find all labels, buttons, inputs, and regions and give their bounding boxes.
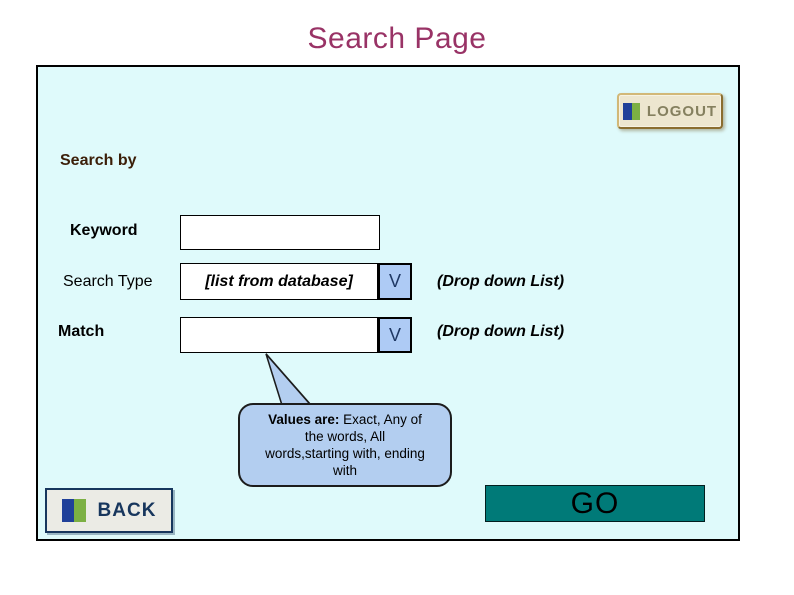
content-panel: LOGOUT Search by Keyword Search Type [li… [36,65,740,541]
logout-icon [622,102,640,120]
search-type-dropdown-arrow-icon[interactable]: V [378,263,412,300]
back-button-label: BACK [97,499,157,521]
go-button-label: GO [570,486,620,520]
icon-navy-bar [61,499,74,522]
keyword-label: Keyword [70,222,138,239]
page-title: Search Page [307,22,487,55]
search-type-label: Search Type [63,273,153,290]
callout-text-rest: Exact, Any of the words, All words,start… [265,412,425,478]
match-label: Match [58,323,105,340]
section-label-search-by: Search by [60,152,137,169]
icon-navy-bar [622,102,632,120]
callout-bubble: Values are: Exact, Any of the words, All… [238,403,452,487]
logout-button-label: LOGOUT [646,102,718,120]
search-type-value[interactable]: [list from database] [180,263,378,300]
go-button[interactable]: GO [485,485,705,522]
callout-text-bold: Values are: [268,412,340,427]
search-type-dropdown[interactable]: [list from database] V [180,263,412,300]
match-dropdown[interactable]: V [180,317,412,353]
logout-button[interactable]: LOGOUT [617,93,723,129]
icon-green-bar [73,499,86,522]
back-button[interactable]: BACK [45,488,173,533]
match-dropdown-arrow-icon[interactable]: V [378,317,412,353]
match-value[interactable] [180,317,378,353]
match-annotation: (Drop down List) [437,323,565,340]
icon-green-bar [631,102,640,120]
back-icon [61,499,86,522]
keyword-input[interactable] [180,215,380,250]
search-type-annotation: (Drop down List) [437,273,565,290]
callout-text: Values are: Exact, Any of the words, All… [265,411,425,479]
